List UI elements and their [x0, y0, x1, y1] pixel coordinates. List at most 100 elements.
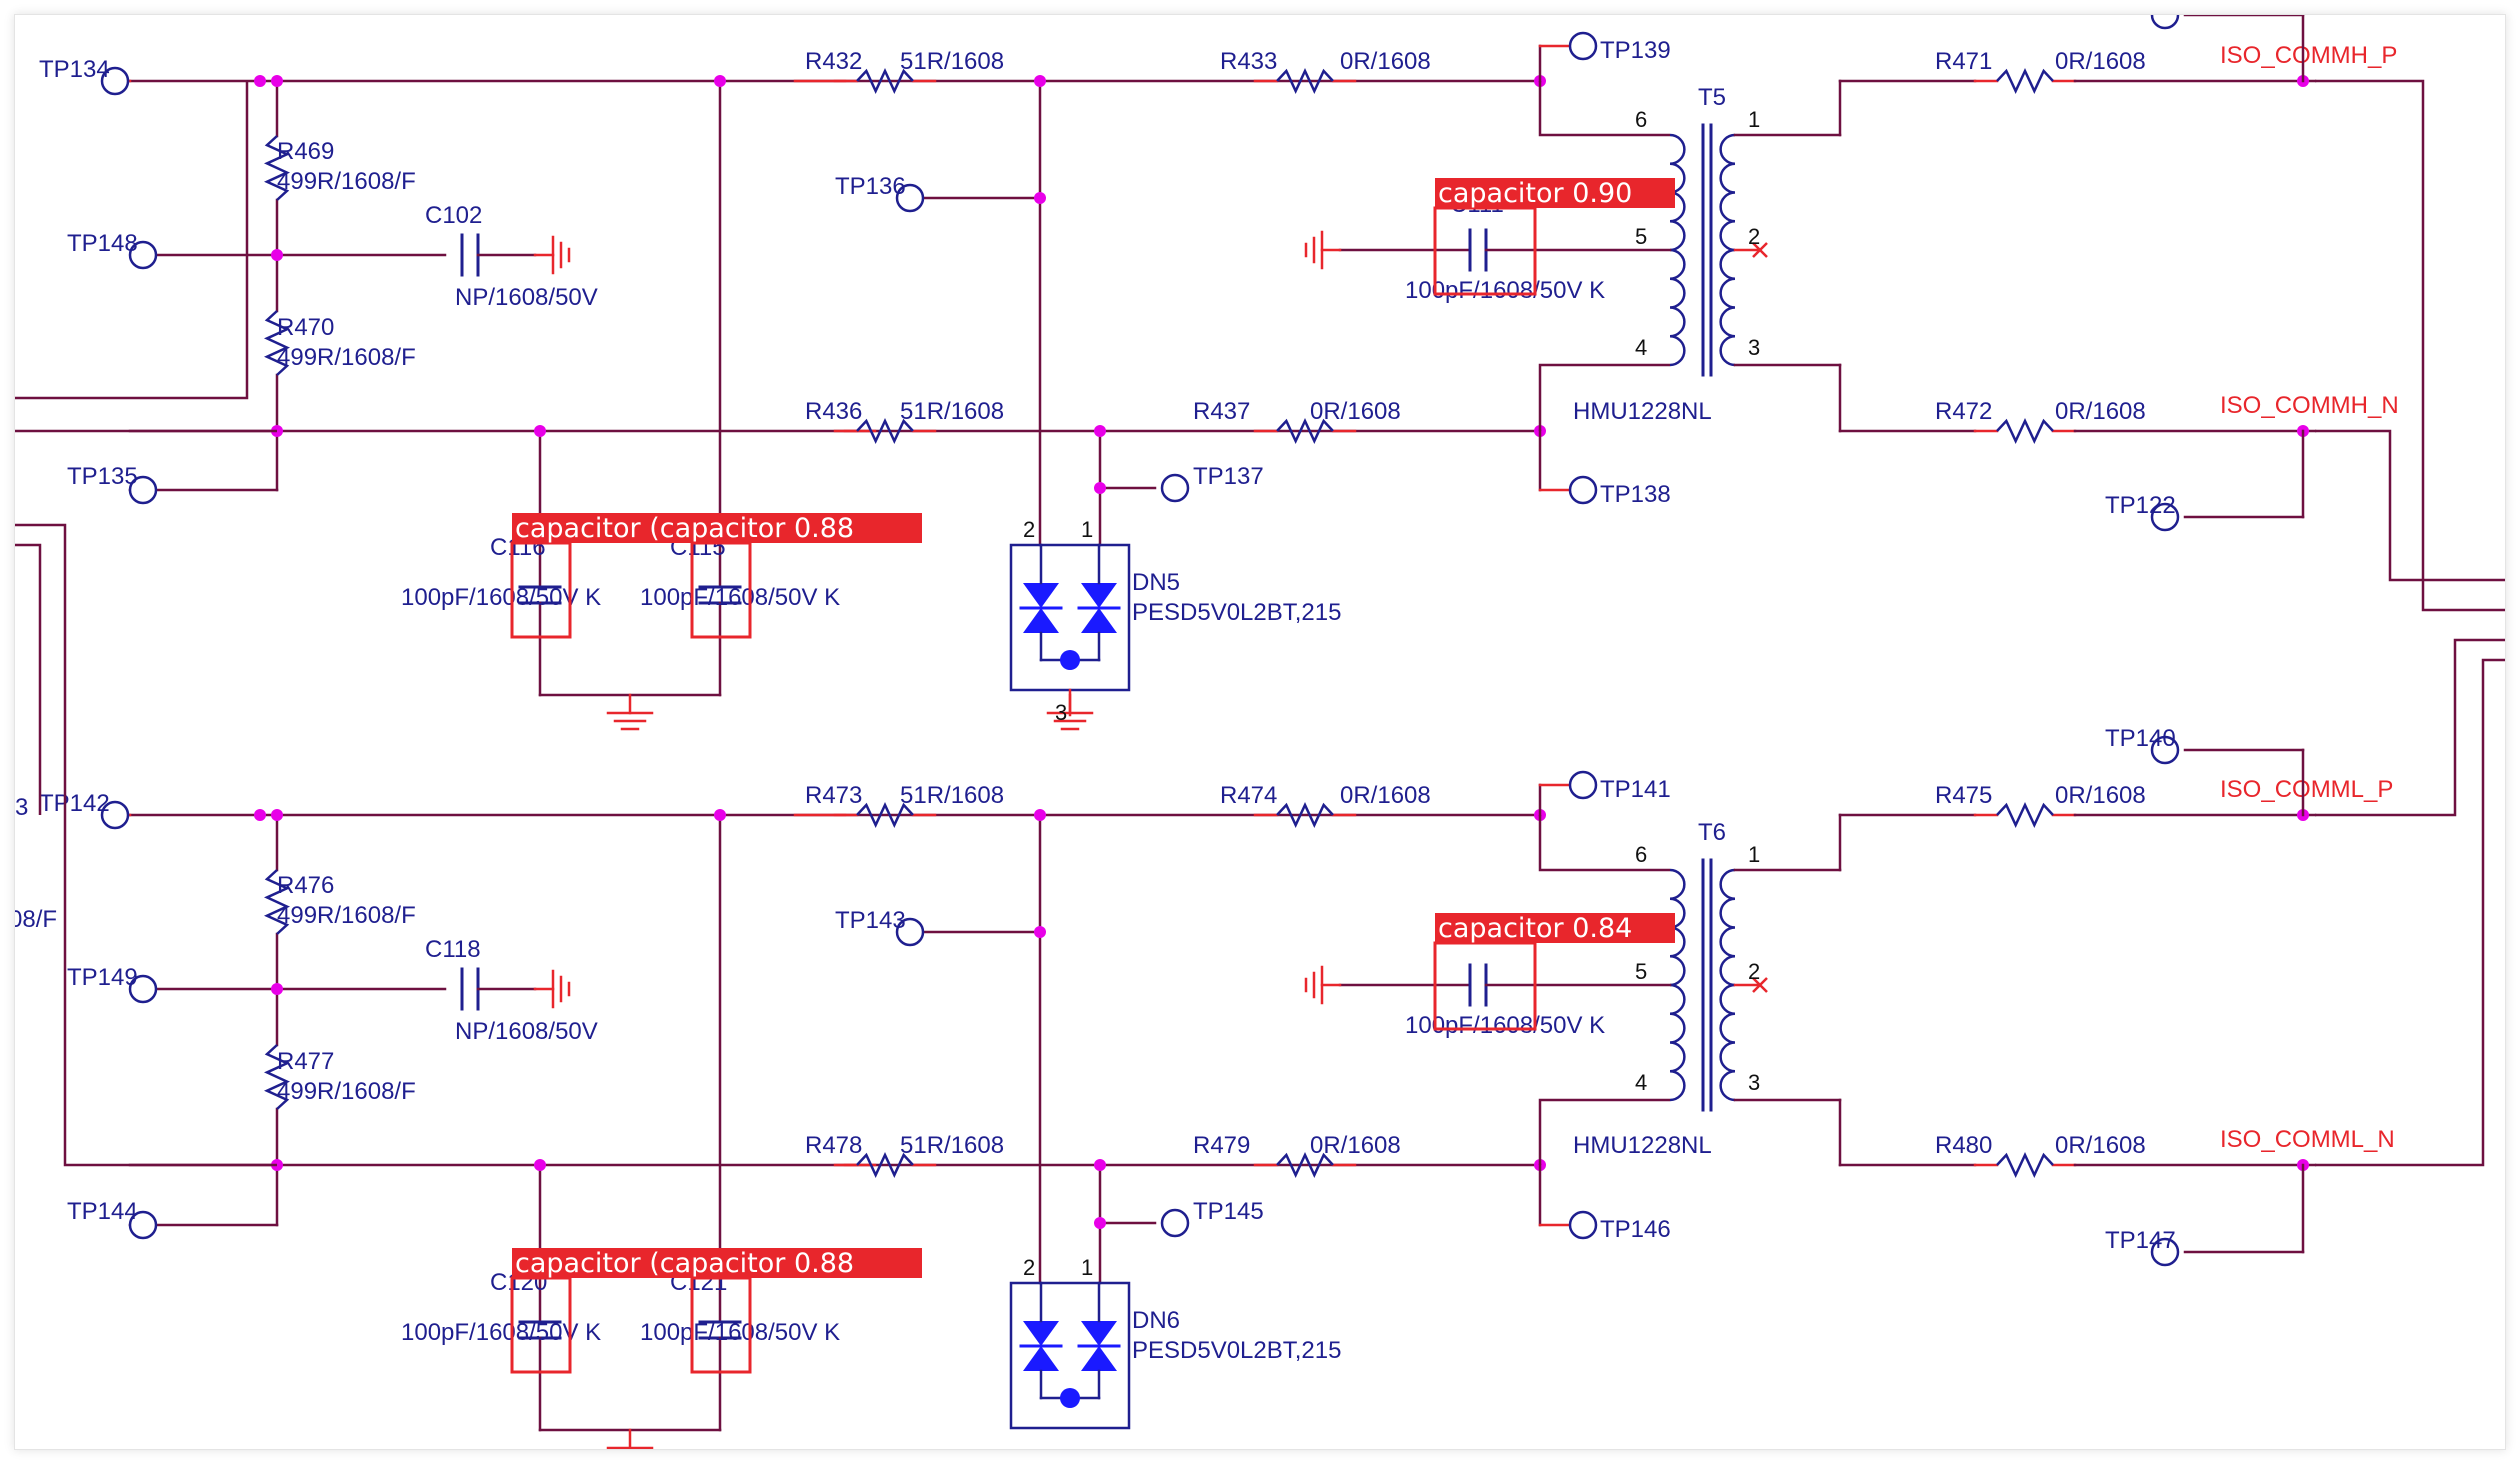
- junction-dot: [714, 75, 726, 87]
- test-point-circle: [128, 475, 158, 505]
- edge-routing: 308/F: [15, 79, 2505, 1167]
- tvs-diode-array: [1009, 543, 1131, 692]
- test-point-label: TP148: [67, 230, 138, 257]
- resistor-ref: R433: [1220, 48, 1277, 75]
- test-point-circle: [128, 240, 158, 270]
- xfmr-ref: T6: [1698, 819, 1726, 846]
- tvs-diode-lower: [1023, 608, 1059, 633]
- right-bus-wire: [2315, 79, 2505, 612]
- resistor-ref: R478: [805, 1132, 862, 1159]
- xfmr-primary-wire: [1538, 363, 1670, 431]
- resistor-zigzag: [1276, 802, 1334, 828]
- resistor-ref: R476: [277, 872, 334, 899]
- test-point-circle: [2150, 1237, 2180, 1267]
- right-bus-wire: [2315, 658, 2505, 1167]
- diode-ref: DN5: [1132, 569, 1180, 596]
- capacitor-value: 100pF/1608/50V K: [1405, 1012, 1605, 1039]
- test-point-circle: [128, 974, 158, 1004]
- ground-symbol: [533, 235, 571, 275]
- no-connect-mark: [1752, 242, 1768, 258]
- resistor-zigzag: [856, 68, 914, 94]
- test-point-circle: [895, 183, 925, 213]
- resistor-zigzag: [263, 1044, 291, 1110]
- resistor-value: 0R/1608: [2055, 782, 2146, 809]
- resistor-value: 51R/1608: [900, 782, 1004, 809]
- ct-capacitor: [1468, 963, 1488, 1007]
- diode-value: PESD5V0L2BT,215: [1132, 1337, 1341, 1364]
- bias-capacitor: [460, 967, 480, 1011]
- test-point-circle: [100, 800, 130, 830]
- xfmr-pin-number: 5: [1635, 224, 1647, 249]
- resistor-zigzag: [1276, 418, 1334, 444]
- test-point-label: TP138: [1600, 481, 1671, 508]
- xfmr-primary-wire: [1538, 81, 1670, 137]
- tvs-diode-upper: [1023, 1321, 1059, 1346]
- resistor-ref: R474: [1220, 782, 1277, 809]
- no-connect-mark: [1752, 977, 1768, 993]
- resistor-zigzag: [856, 1152, 914, 1178]
- xfmr-ref: T5: [1698, 84, 1726, 111]
- junction-dot: [271, 75, 283, 87]
- resistor-ref: R437: [1193, 398, 1250, 425]
- test-point-label: TP137: [1193, 463, 1264, 490]
- right-bus-wire: [2315, 429, 2505, 582]
- resistor-zigzag: [263, 135, 291, 201]
- ground-symbol: [1304, 230, 1342, 270]
- resistor-zigzag: [856, 802, 914, 828]
- xfmr-primary-coil: [1669, 868, 1686, 1102]
- ground-symbol: [533, 969, 571, 1009]
- junction-dot: [1034, 926, 1046, 938]
- divider-resistor-bottom: [263, 987, 291, 1167]
- test-point-circle: [100, 66, 130, 96]
- edge-fragment-label: 3: [15, 794, 28, 821]
- resistor-ref: R480: [1935, 1132, 1992, 1159]
- resistor-ref: R469: [277, 138, 334, 165]
- divider-resistor-top: [263, 79, 291, 257]
- test-point-circle: [2150, 502, 2180, 532]
- junction-dot: [1094, 425, 1106, 437]
- left-bus-wire: [15, 543, 42, 815]
- output-resistor: [1973, 802, 2077, 828]
- resistor-zigzag: [1996, 68, 2054, 94]
- detection-label-bg: [1435, 913, 1675, 943]
- right-bus-wire: [2315, 638, 2505, 817]
- left-bus-wire: [15, 523, 277, 1167]
- resistor-value: 51R/1608: [900, 48, 1004, 75]
- resistor-value: 0R/1608: [1310, 398, 1401, 425]
- winding-coil: [1719, 868, 1736, 1102]
- capacitor-value: 100pF/1608/50V K: [640, 584, 840, 611]
- junction-dot: [534, 425, 546, 437]
- zero-ohm-resistor: [1253, 68, 1357, 94]
- ground-symbol: [1304, 965, 1342, 1005]
- resistor-value: 51R/1608: [900, 1132, 1004, 1159]
- output-resistor: [1973, 68, 2077, 94]
- resistor-zigzag: [1996, 1152, 2054, 1178]
- xfmr-pin-number: 1: [1748, 842, 1760, 867]
- resistor-zigzag: [1996, 802, 2054, 828]
- junction-dot: [271, 249, 283, 261]
- diode-common-dot: [1060, 650, 1080, 670]
- zero-ohm-resistor: [1253, 1152, 1357, 1178]
- test-point-label: TP135: [67, 463, 138, 490]
- xfmr-secondary-coil: [1719, 133, 1736, 367]
- divider-resistor-bottom: [263, 253, 291, 433]
- net-label: ISO_COMMH_P: [2220, 42, 2397, 69]
- diode-pin-number: 2: [1023, 517, 1035, 542]
- junction-dot: [1034, 75, 1046, 87]
- ground-symbol: [1046, 693, 1094, 731]
- tvs-diode-lower: [1081, 608, 1117, 633]
- test-point-label: TP139: [1600, 37, 1671, 64]
- capacitor-value: 100pF/1608/50V K: [401, 584, 601, 611]
- test-point-circle: [1160, 473, 1190, 503]
- test-point-circle: [128, 1210, 158, 1240]
- detection-box: [690, 541, 752, 639]
- bias-capacitor: [460, 233, 480, 277]
- junction-dot: [1034, 809, 1046, 821]
- test-point-circle: [2150, 735, 2180, 765]
- resistor-zigzag: [856, 418, 914, 444]
- diode-pin-number: 1: [1081, 1255, 1093, 1280]
- capacitor-ref: C102: [425, 202, 482, 229]
- tvs-diode-lower: [1081, 1346, 1117, 1371]
- detection-box: [690, 1276, 752, 1374]
- capacitor-value: NP/1608/50V: [455, 284, 598, 311]
